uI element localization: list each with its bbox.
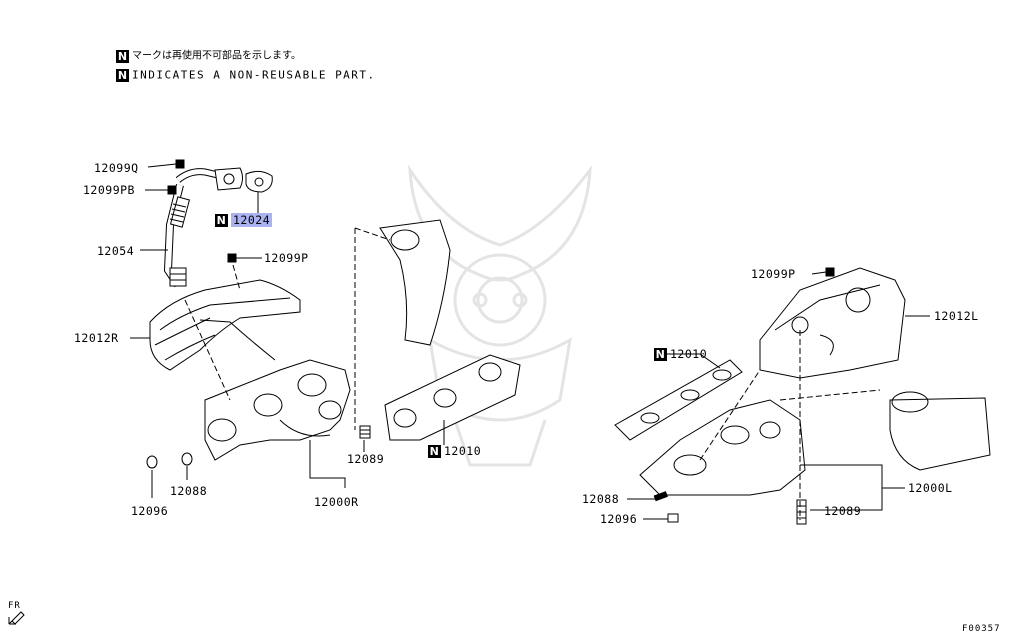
non-reusable-mark: N [428,445,441,458]
exhaust-manifold-12000R [146,359,371,469]
drawing-lines [8,159,991,625]
part-label-12054[interactable]: 12054 [97,244,135,258]
legend-jp-text: マークは再使用不可部品を示します。 [132,50,301,62]
part-label-12088-right[interactable]: 12088 [582,492,620,506]
heat-protector-12012R [149,279,301,371]
leader-lines [130,163,930,520]
heat-protector-12012L [759,267,906,379]
direction-label: FR [8,601,21,611]
part-label-12000R[interactable]: 12000R [314,495,359,509]
part-number-12024: 12024 [231,213,273,227]
oil-pipe-12054 [163,167,243,288]
exhaust-manifold-12000L [639,399,807,525]
non-reusable-mark: N [654,348,667,361]
part-label-12099PB[interactable]: 12099PB [83,183,135,197]
part-label-12099P-left[interactable]: 12099P [264,251,309,265]
non-reusable-mark: N [215,214,228,227]
part-label-12099P-right[interactable]: 12099P [751,267,796,281]
part-number-12010-right: 12010 [670,347,708,361]
legend-en-text: INDICATES A NON-REUSABLE PART. [132,68,376,82]
part-label-12088-left[interactable]: 12088 [170,484,208,498]
figure-code: F00357 [962,624,1001,634]
part-label-12089-left[interactable]: 12089 [347,452,385,466]
part-label-12000L[interactable]: 12000L [908,481,953,495]
front-pipe-right [889,391,991,471]
gasket-12024 [245,170,273,193]
part-label-12089-right[interactable]: 12089 [824,504,862,518]
non-reusable-mark: N [116,49,129,63]
part-label-12012L[interactable]: 12012L [934,309,979,323]
gasket-12010-left [384,354,521,441]
non-reusable-mark: N [116,68,129,82]
watermark-logo [408,164,592,467]
part-label-12012R[interactable]: 12012R [74,331,119,345]
alignment-lines [184,227,881,520]
part-label-12096-left[interactable]: 12096 [131,504,169,518]
part-label-12099Q[interactable]: 12099Q [94,161,139,175]
part-number-12010-left: 12010 [444,444,482,458]
gasket-12010-right [614,359,743,441]
front-pipe-left [379,219,451,346]
part-label-12096-right[interactable]: 12096 [600,512,638,526]
fr-arrow-icon [8,611,25,625]
